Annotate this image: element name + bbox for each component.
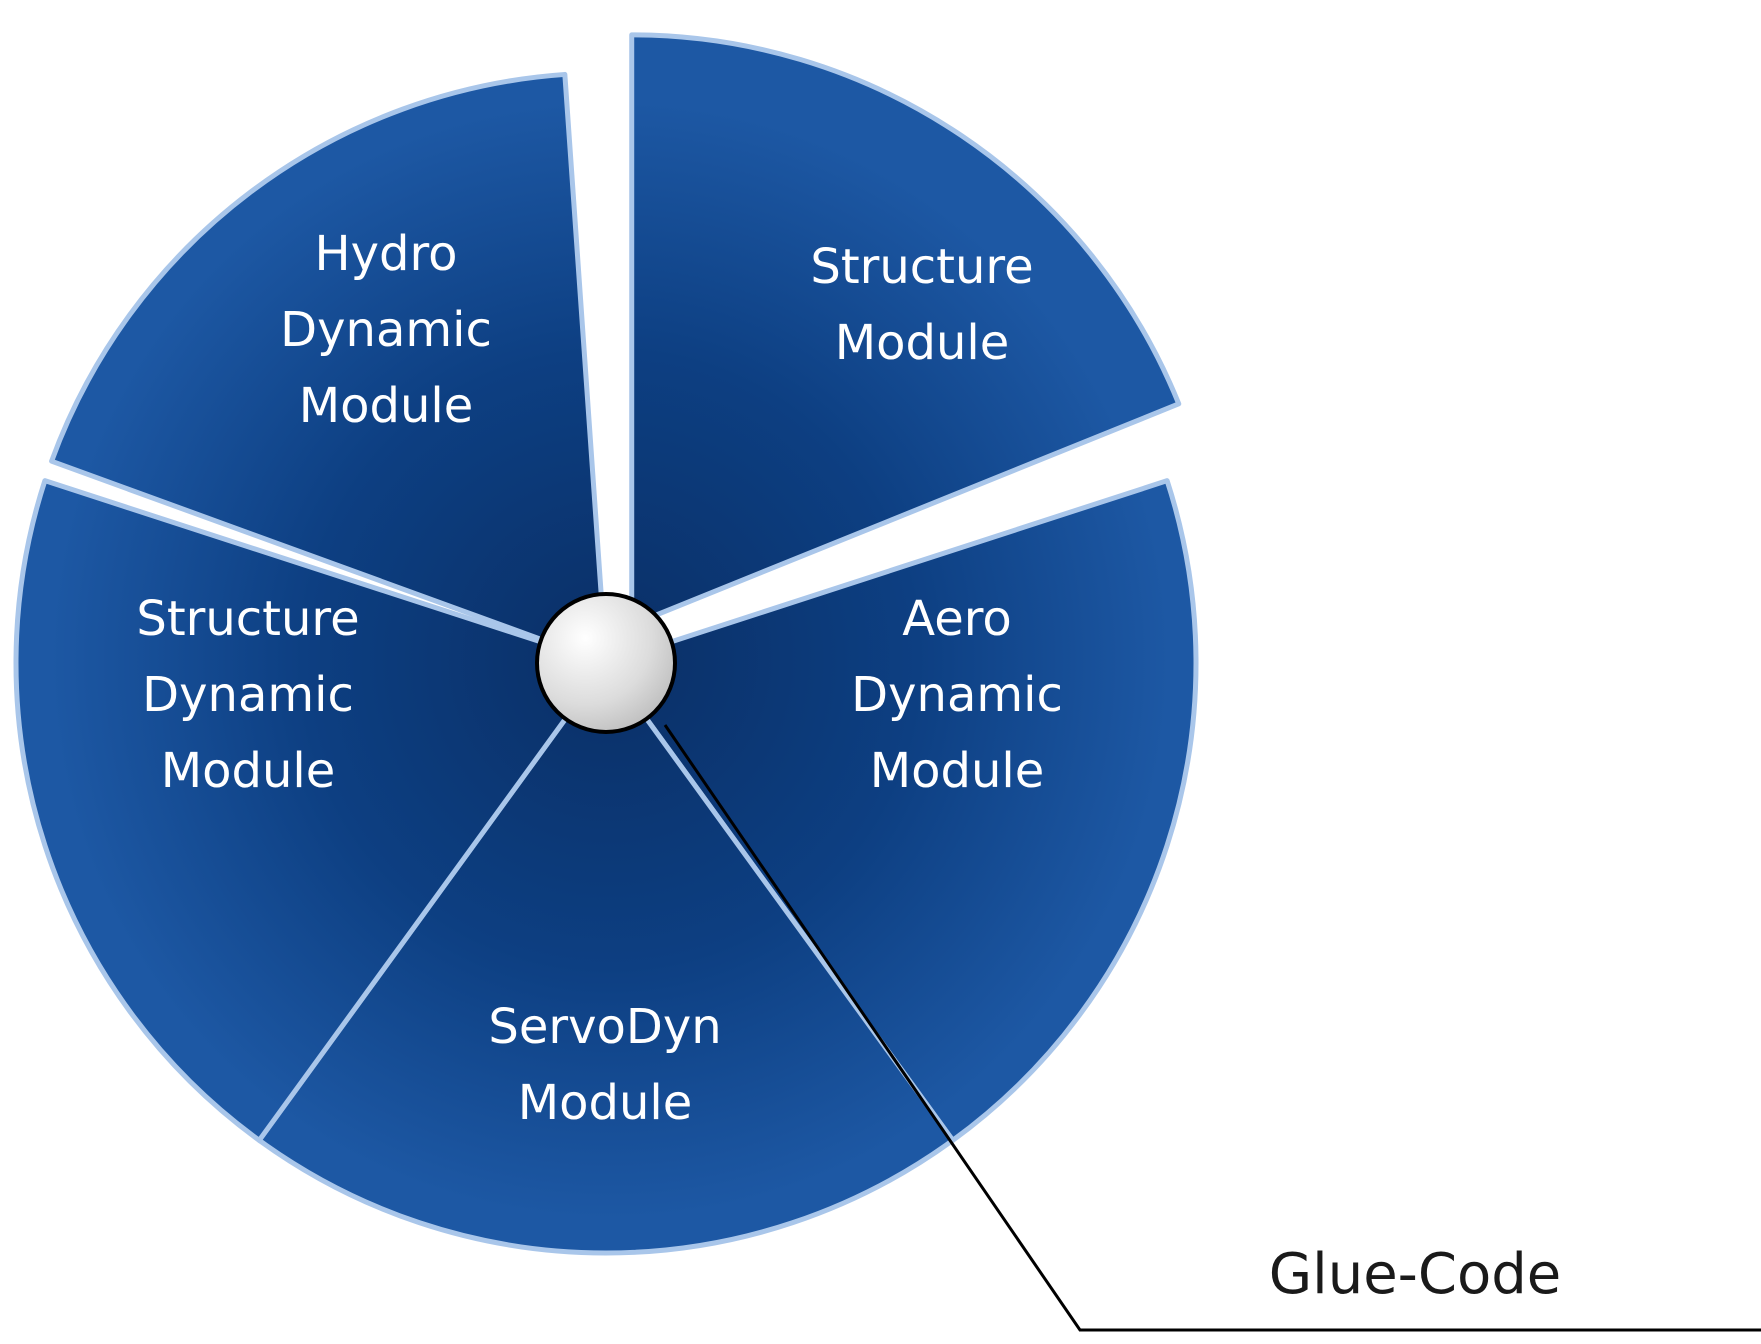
glue-code-hub <box>535 592 677 734</box>
segment-structure-dynamic-module <box>13 478 609 1143</box>
segment-label-line: Module <box>299 378 474 434</box>
glue-code-label: Glue-Code <box>1269 1242 1561 1307</box>
segment-aero-dynamic-module <box>603 478 1199 1143</box>
segment-label-line: Structure <box>136 591 359 647</box>
segment-label-line: Aero <box>902 591 1012 647</box>
segment-label-line: ServoDyn <box>488 999 721 1055</box>
segment-label-line: Module <box>161 743 336 799</box>
segment-label-line: Structure <box>810 239 1033 295</box>
segment-label-line: Module <box>870 743 1045 799</box>
segment-servodyn-module <box>256 660 956 1256</box>
segment-structure-module <box>629 32 1182 628</box>
segment-hydro-dynamic-module <box>49 71 609 666</box>
segment-label-line: Dynamic <box>851 667 1063 723</box>
segment-label-line: Module <box>518 1075 693 1131</box>
glue-code-callout-line <box>663 724 1761 1332</box>
segment-label-line: Module <box>835 315 1010 371</box>
segment-label-line: Hydro <box>314 226 457 282</box>
segment-label-line: Dynamic <box>280 302 492 358</box>
segment-label-line: Dynamic <box>142 667 354 723</box>
segments-layer <box>13 32 1199 1256</box>
